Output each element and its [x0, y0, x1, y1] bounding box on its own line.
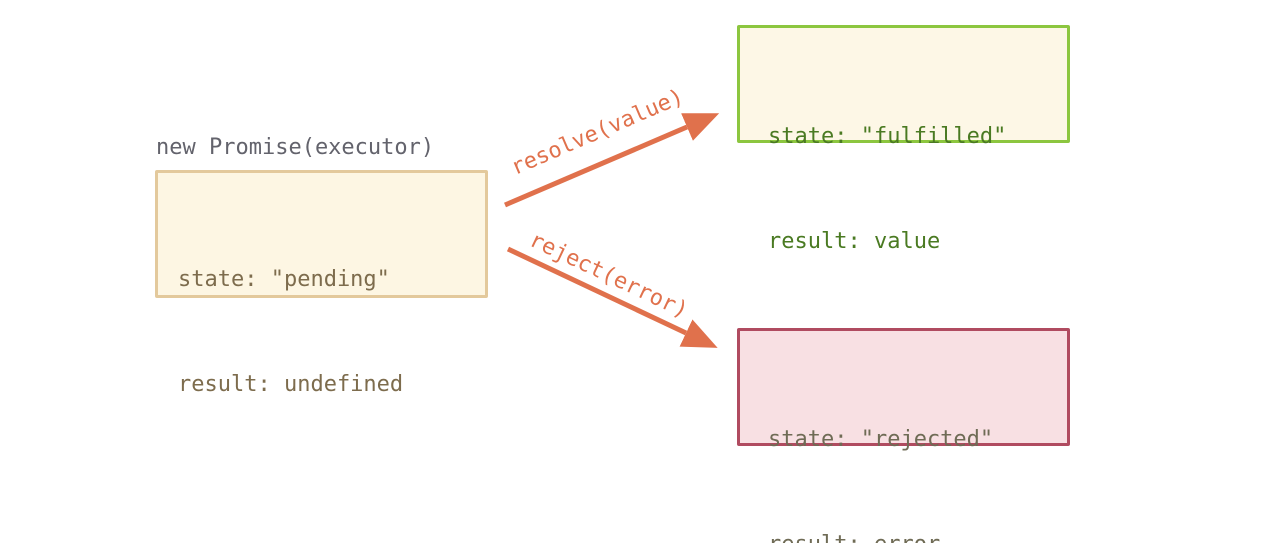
new-promise-label: new Promise(executor): [156, 135, 435, 160]
fulfilled-state-box: state: "fulfilled" result: value: [737, 25, 1070, 254]
fulfilled-state-line: state: "fulfilled": [768, 124, 1007, 149]
pending-state-line: state: "pending": [178, 267, 390, 292]
reject-arrow-label: reject(error): [525, 227, 692, 324]
pending-result-line: result: undefined: [178, 372, 404, 397]
resolve-arrow-label: resolve(value): [507, 84, 688, 181]
rejected-result-line: result: error: [768, 527, 1067, 543]
pending-state-box: state: "pending" result: undefined: [155, 170, 488, 397]
fulfilled-result-line: result: value: [768, 229, 941, 254]
rejected-state-box: state: "rejected" result: error: [737, 328, 1070, 543]
rejected-state-line: state: "rejected": [768, 427, 994, 452]
